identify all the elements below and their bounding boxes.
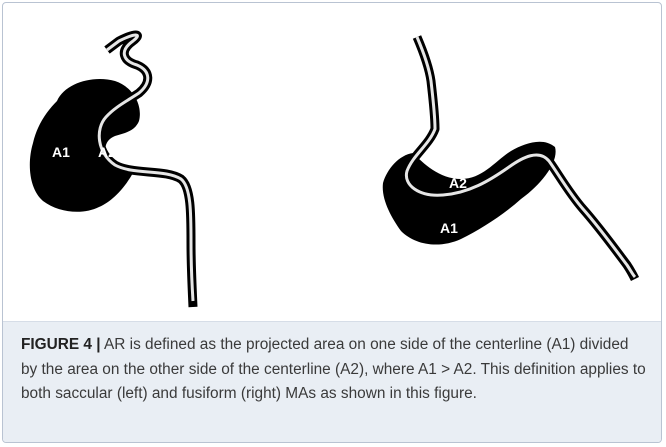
fusiform-aneurysm-diagram: A2 A1 <box>382 35 640 282</box>
figure-caption: FIGURE 4 | AR is defined as the projecte… <box>21 333 647 407</box>
saccular-aneurysm-diagram: A1 A2 <box>29 30 198 308</box>
saccular-a2-label: A2 <box>98 144 116 160</box>
figure-image: A1 A2 A2 A1 <box>29 30 640 308</box>
saccular-centerline <box>97 33 195 302</box>
figure-caption-text: AR is defined as the projected area on o… <box>21 336 646 402</box>
figure-label: FIGURE 4 | <box>21 336 101 353</box>
fusiform-a1-label: A1 <box>440 220 458 236</box>
fusiform-centerline <box>404 36 637 279</box>
saccular-a1-label: A1 <box>52 144 70 160</box>
caption-area: FIGURE 4 | AR is defined as the projecte… <box>3 321 661 442</box>
fusiform-a2-label: A2 <box>449 175 467 191</box>
figure-container: A1 A2 A2 A1 FIGURE 4 | AR is defined as … <box>2 2 662 443</box>
